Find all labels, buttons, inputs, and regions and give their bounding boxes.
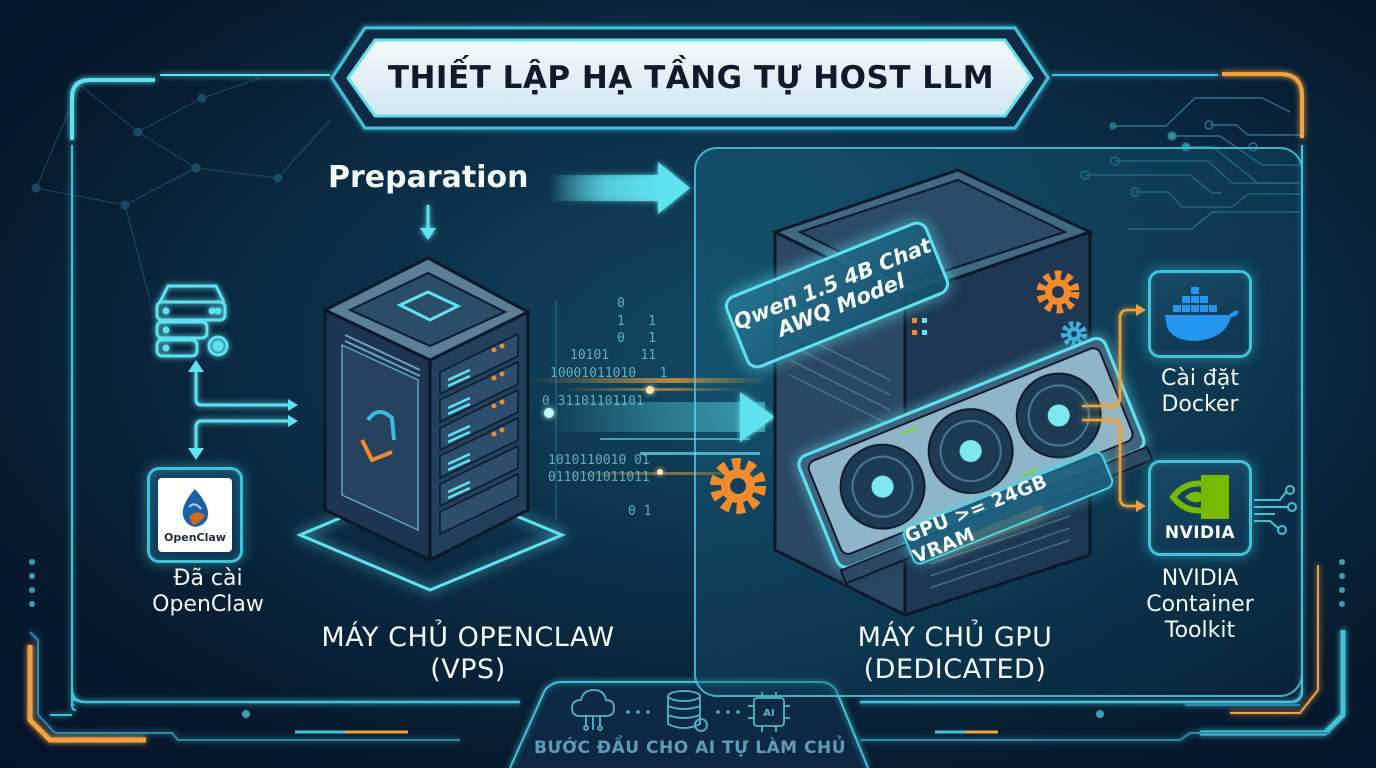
gpu-server-subtitle: (DEDICATED) (863, 653, 1047, 685)
ai-chip-icon (748, 692, 790, 732)
openclaw-caption-line1: Đã cài (173, 566, 243, 591)
orange-gear-icon-large (710, 458, 766, 514)
orange-gear-icon-small (1036, 270, 1080, 314)
docker-caption-line1: Cài đặt (1160, 366, 1240, 391)
openclaw-caption: Đã cài OpenClaw (118, 566, 298, 618)
docker-icon-box (1148, 270, 1252, 358)
gpu-server-title: MÁY CHỦ GPU (857, 622, 1053, 653)
blue-gear-icon (1061, 321, 1087, 347)
left-arrow-heads (188, 360, 298, 460)
nvidia-eye-icon (1169, 475, 1229, 519)
binary-text: 0 1 (617, 331, 657, 346)
circuit-decoration (1080, 97, 1300, 230)
nvidia-icon-box: NVIDIA (1148, 460, 1252, 556)
vps-server-label: MÁY CHỦ OPENCLAW (VPS) (268, 622, 668, 686)
binary-text: 0 31101101101 (542, 394, 644, 409)
page-title: THIẾT LẬP HẠ TẦNG TỰ HOST LLM (387, 60, 995, 96)
model-speech-bubble: Qwen 1.5 4B Chat AWQ Model (721, 218, 953, 372)
footer-caption: BƯỚC ĐẦU CHO AI TỰ LÀM CHỦ (533, 738, 847, 758)
database-gear-icon (667, 690, 708, 732)
vps-server-title: MÁY CHỦ OPENCLAW (321, 622, 615, 653)
preparation-label: Preparation (328, 160, 529, 195)
title-banner: THIẾT LẬP HẠ TẦNG TỰ HOST LLM (330, 38, 1052, 118)
binary-text: 1010110010 01 (548, 453, 650, 468)
openclaw-logo-text: OpenClaw (164, 530, 226, 544)
vps-server-subtitle: (VPS) (430, 653, 506, 685)
server-settings-icon (155, 284, 229, 358)
nvidia-logo-text: NVIDIA (1164, 523, 1236, 543)
binary-text: 10101 11 (570, 348, 657, 363)
nvidia-circuit-lines (1254, 485, 1297, 535)
openclaw-icon-box: OpenClaw (147, 467, 243, 563)
left-connector-arrows (194, 370, 290, 452)
vps-server-tower (296, 256, 566, 592)
gpu-vram-tag: GPU >= 24GB VRAM (900, 448, 1116, 568)
nvidia-caption-line2: Container (1146, 591, 1254, 617)
binary-text: 0 1 (628, 504, 652, 519)
frame-border (27, 72, 1346, 768)
binary-text: 0110101011011 (548, 470, 650, 485)
cloud-circuit-icon (571, 689, 615, 731)
openclaw-caption-line2: OpenClaw (152, 591, 264, 617)
network-mesh-decoration (31, 77, 331, 301)
nvidia-caption-line3: Toolkit (1164, 617, 1236, 643)
binary-text: 10001011010 1 (550, 366, 668, 381)
binary-text: 0 (617, 296, 625, 311)
docker-whale-icon (1165, 287, 1239, 341)
docker-caption-line2: Docker (1161, 391, 1239, 417)
docker-caption: Cài đặt Docker (1130, 366, 1270, 418)
nvidia-caption: NVIDIA Container Toolkit (1120, 566, 1280, 644)
binary-text: 1 1 (617, 314, 657, 329)
gpu-server-label: MÁY CHỦ GPU (DEDICATED) (790, 622, 1120, 686)
footer-icons (571, 689, 790, 732)
openclaw-logo-icon (182, 488, 209, 527)
nvidia-caption-line1: NVIDIA (1161, 566, 1239, 591)
footer-separator-dots (626, 710, 740, 714)
svg-text:AI: AI (763, 708, 774, 719)
